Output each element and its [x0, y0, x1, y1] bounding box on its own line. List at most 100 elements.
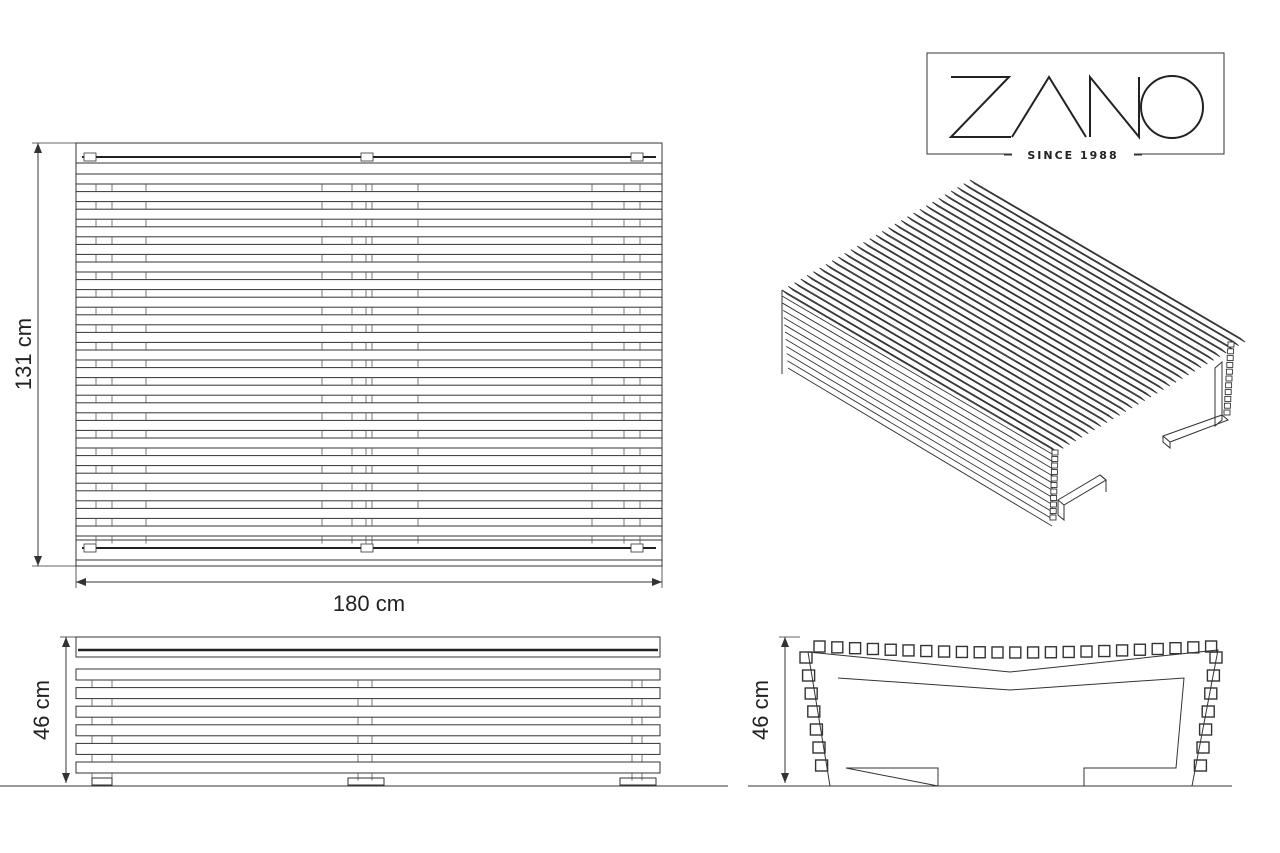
iso-end-square [1224, 395, 1232, 402]
iso-slat [900, 219, 1177, 383]
iso-slat [794, 282, 1070, 446]
iso-slat [957, 186, 1233, 350]
iso-end-square [1226, 355, 1234, 362]
fitting [630, 152, 644, 162]
iso-slat [944, 194, 1221, 358]
slat-section [1201, 705, 1215, 718]
slat [75, 384, 663, 396]
iso-end-square [1049, 501, 1057, 508]
slat [75, 226, 663, 238]
slat-section [809, 723, 824, 736]
iso-slat [950, 190, 1227, 354]
side-view-height-label: 46 cm [748, 680, 773, 740]
iso-end-square [1051, 449, 1059, 456]
slat-section [831, 641, 844, 654]
slat [75, 402, 663, 414]
iso-end-square [1051, 462, 1059, 469]
iso-slat [963, 183, 1240, 347]
iso-end-square [1223, 409, 1231, 416]
slat-section [1098, 644, 1111, 658]
slat [75, 349, 663, 361]
slat-section [1196, 741, 1210, 754]
front-view-height-label: 46 cm [29, 680, 54, 740]
slat-section [955, 645, 969, 659]
iso-front-slat [787, 360, 1053, 520]
iso-slat [875, 234, 1152, 398]
slat-section [1115, 644, 1129, 657]
top-view-height-label: 131 cm [11, 318, 36, 390]
slat-section [1044, 646, 1058, 659]
slat [75, 455, 663, 467]
slat [75, 331, 663, 343]
front-slat [75, 761, 661, 774]
slat [75, 191, 663, 203]
front-slat [75, 668, 661, 681]
slat-section [1204, 687, 1218, 700]
slat-section [1187, 641, 1200, 654]
slat [75, 437, 663, 449]
iso-slat [881, 230, 1158, 394]
slat-section [1133, 643, 1147, 656]
iso-slat [888, 227, 1164, 391]
slat-section [902, 644, 915, 657]
iso-end-square [1224, 389, 1232, 396]
iso-slat [838, 256, 1114, 420]
iso-slat [819, 267, 1095, 431]
top-view-slats [75, 173, 663, 537]
iso-end-square [1225, 375, 1233, 382]
iso-slat [925, 205, 1202, 369]
slat [75, 296, 663, 308]
iso-front-slat [782, 302, 1053, 462]
iso-front-slat [786, 353, 1053, 512]
iso-slat [813, 271, 1089, 435]
iso-slat [938, 197, 1214, 361]
iso-end-square [1049, 508, 1057, 514]
iso-slat [863, 241, 1139, 405]
iso-front-slat [787, 367, 1053, 527]
iso-end-square [1050, 475, 1058, 482]
slat-section [1080, 645, 1093, 658]
iso-slat [831, 260, 1108, 424]
top-view-width-label: 180 cm [333, 591, 405, 616]
front-slat [75, 705, 661, 718]
slat-section [814, 759, 829, 772]
isometric-slats [781, 179, 1246, 453]
zano-logo: SINCE 1988 [926, 52, 1225, 162]
slat-section [848, 641, 862, 655]
iso-slat [969, 179, 1246, 343]
front-view: 46 cm [0, 636, 728, 787]
slat [75, 173, 663, 185]
iso-end-square [1051, 456, 1059, 462]
slat-section [799, 651, 813, 664]
slat-section [1198, 723, 1213, 736]
side-view: 46 cm [748, 636, 1232, 787]
slat-section [937, 645, 951, 658]
side-view-slat-sections [799, 640, 1223, 772]
iso-slat [919, 208, 1196, 372]
iso-slat [894, 223, 1171, 387]
slat-section [1209, 651, 1223, 664]
iso-end-square [1050, 488, 1058, 495]
fitting [83, 152, 97, 162]
slat [75, 490, 663, 502]
slat-section [1206, 669, 1221, 682]
slat-section [973, 646, 986, 659]
slat [75, 367, 663, 379]
slat-section [920, 644, 933, 658]
iso-end-square [1223, 402, 1231, 409]
iso-end-square [1049, 514, 1057, 521]
slat-section [991, 646, 1004, 659]
fitting [360, 543, 374, 553]
slat [75, 314, 663, 326]
slat-section [1151, 642, 1164, 656]
iso-end-square [1227, 341, 1235, 348]
iso-front-slat [783, 317, 1053, 476]
iso-slat [907, 216, 1183, 380]
fitting [360, 152, 374, 162]
slat [75, 525, 663, 537]
iso-slat [913, 212, 1189, 376]
fitting [83, 543, 97, 553]
slat [75, 208, 663, 220]
slat-section [866, 642, 880, 656]
iso-front-slat [781, 295, 1053, 455]
